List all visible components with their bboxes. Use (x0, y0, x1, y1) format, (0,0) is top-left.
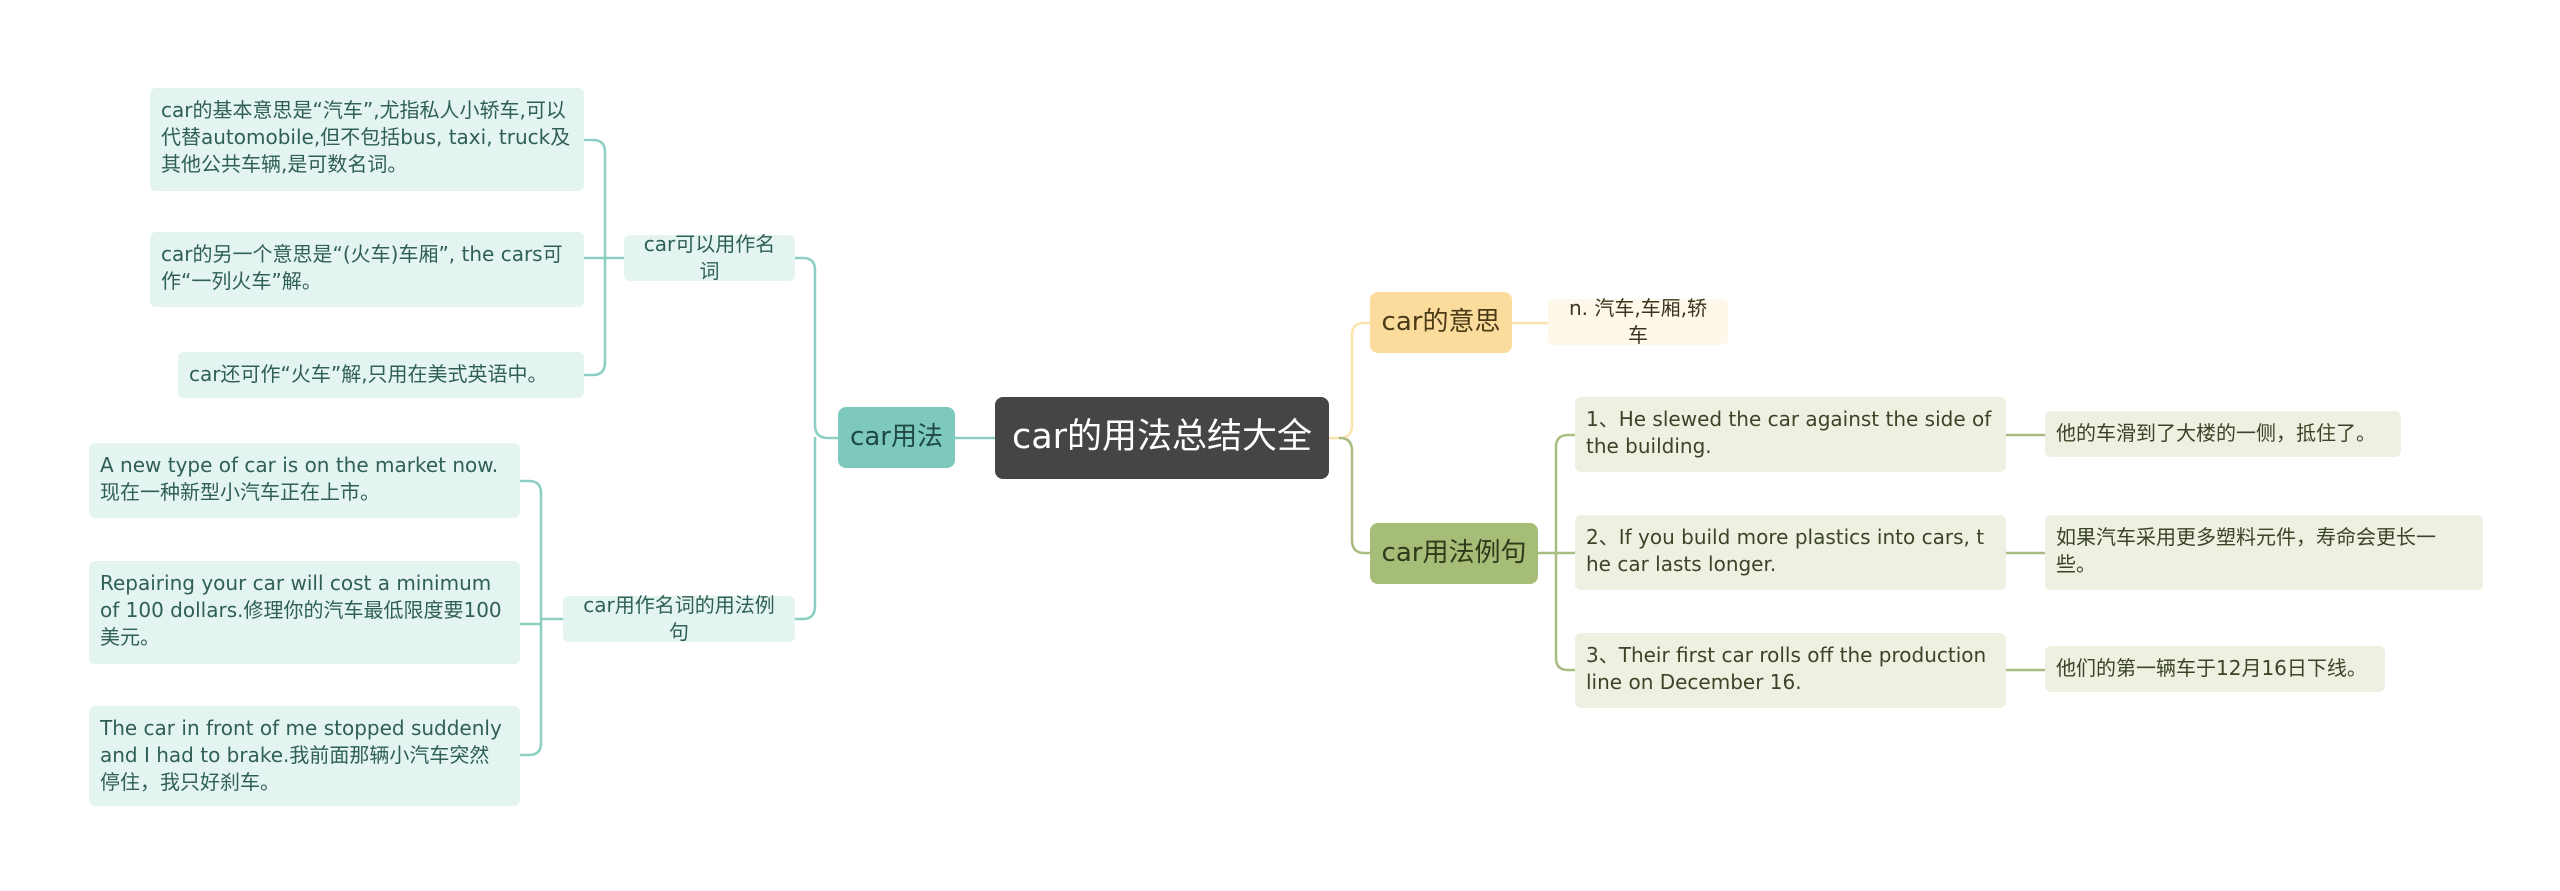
example-sentence-1[interactable]: A new type of car is on the market now.现… (89, 443, 520, 518)
noun-item-3[interactable]: car还可作“火车”解,只用在美式英语中。 (178, 352, 584, 398)
edge-noun-items (582, 138, 626, 377)
branch-meaning-label: car的意思 (1381, 306, 1501, 337)
noun-item-1[interactable]: car的基本意思是“汽车”,尤指私人小轿车,可以代替automobile,但不包… (150, 88, 584, 191)
edge-examples-items (1536, 433, 1577, 672)
branch-usage[interactable]: car用法 (838, 407, 955, 468)
usage-example-3-translation[interactable]: 他们的第一辆车于12月16日下线。 (2045, 646, 2385, 692)
usage-example-3[interactable]: 3、Their first car rolls off the producti… (1575, 633, 2006, 708)
usage-example-2-text: 2、If you build more plastics into cars, … (1586, 525, 1985, 576)
example-sentence-2[interactable]: Repairing your car will cost a minimum o… (89, 561, 520, 664)
root-topic-label: car的用法总结大全 (1011, 417, 1313, 458)
branch-meaning[interactable]: car的意思 (1370, 292, 1512, 353)
noun-item-2-text: car的另一个意思是“(火车)车厢”, the cars可作“一列火车”解。 (161, 242, 563, 293)
branch-usage-label: car用法 (850, 421, 943, 452)
example-sentence-1-text: A new type of car is on the market now.现… (100, 453, 499, 504)
branch-usage-examples-label: car用法例句 (1381, 537, 1527, 568)
usage-example-2-translation[interactable]: 如果汽车采用更多塑料元件，寿命会更长一些。 (2045, 515, 2483, 590)
usage-example-1-text: 1、He slewed the car against the side of … (1586, 407, 1992, 458)
usage-example-2[interactable]: 2、If you build more plastics into cars, … (1575, 515, 2006, 590)
topic-noun-usage[interactable]: car可以用作名词 (624, 232, 795, 283)
topic-noun-usage-label: car可以用作名词 (643, 232, 776, 283)
edge-usage-examples (793, 436, 817, 621)
topic-example-sentences-label: car用作名词的用法例句 (583, 593, 775, 644)
branch-usage-examples[interactable]: car用法例句 (1370, 523, 1538, 584)
example-sentence-3-text: The car in front of me stopped suddenly … (100, 716, 502, 794)
noun-item-2[interactable]: car的另一个意思是“(火车)车厢”, the cars可作“一列火车”解。 (150, 232, 584, 307)
edge-example-items (518, 479, 565, 757)
usage-example-3-text: 3、Their first car rolls off the producti… (1586, 643, 1987, 694)
noun-item-3-text: car还可作“火车”解,只用在美式英语中。 (189, 362, 548, 386)
usage-example-1-translation-text: 他的车滑到了大楼的一侧，抵住了。 (2056, 421, 2376, 445)
noun-item-1-text: car的基本意思是“汽车”,尤指私人小轿车,可以代替automobile,但不包… (161, 98, 571, 176)
meaning-value-text: n. 汽车,车厢,轿车 (1568, 296, 1708, 347)
example-sentence-3[interactable]: The car in front of me stopped suddenly … (89, 706, 520, 806)
usage-example-1-translation[interactable]: 他的车滑到了大楼的一侧，抵住了。 (2045, 411, 2401, 457)
edge-root-meaning (1327, 321, 1372, 440)
edge-usage-noun (793, 256, 840, 440)
usage-example-1[interactable]: 1、He slewed the car against the side of … (1575, 397, 2006, 472)
root-topic[interactable]: car的用法总结大全 (995, 397, 1329, 479)
edge-root-examples (1338, 436, 1372, 555)
usage-example-3-translation-text: 他们的第一辆车于12月16日下线。 (2056, 656, 2367, 680)
topic-example-sentences[interactable]: car用作名词的用法例句 (563, 593, 795, 644)
meaning-value[interactable]: n. 汽车,车厢,轿车 (1548, 296, 1728, 347)
usage-example-2-translation-text: 如果汽车采用更多塑料元件，寿命会更长一些。 (2056, 525, 2436, 576)
example-sentence-2-text: Repairing your car will cost a minimum o… (100, 571, 502, 649)
